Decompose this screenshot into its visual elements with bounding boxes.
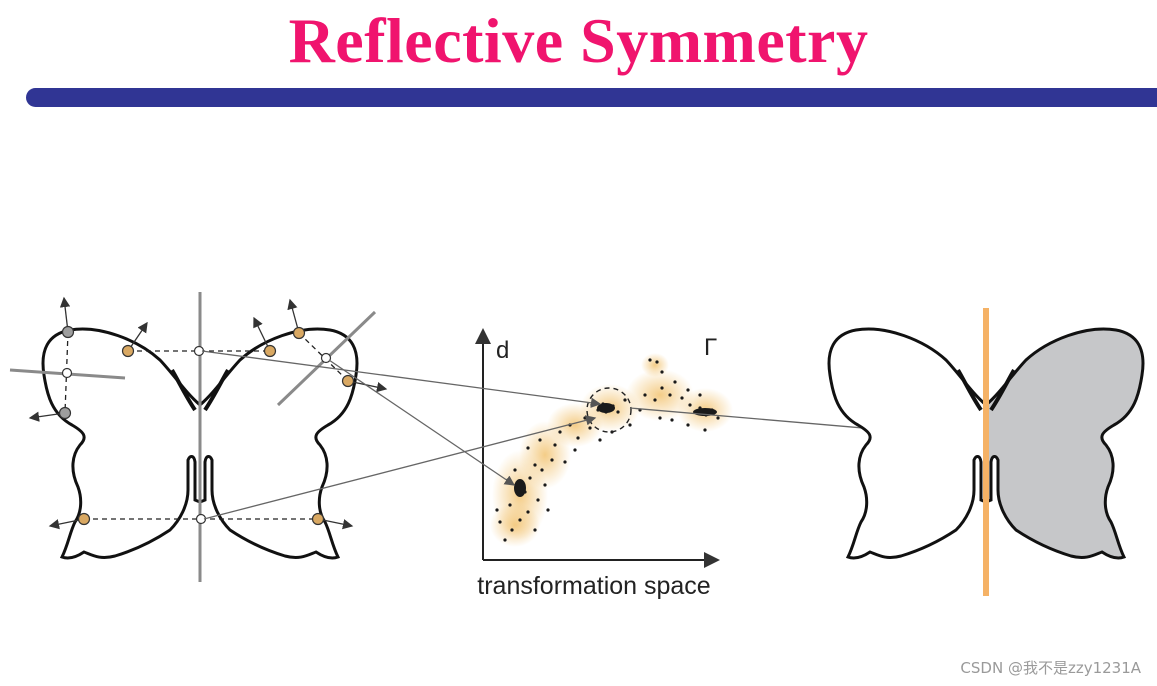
left-butterfly [9, 292, 388, 582]
transformation-space-plot: d Γ transformation space [475, 328, 733, 600]
y-axis-label: d [496, 337, 509, 364]
left-antenna-left [170, 368, 197, 412]
right-antenna-right [989, 368, 1016, 412]
sample-point-orange [121, 344, 135, 358]
selected-cluster-circle [586, 387, 632, 433]
left-antenna-right [203, 368, 230, 412]
transformation-points [495, 358, 720, 542]
midpoint-marker [61, 367, 73, 379]
sample-point-orange [292, 326, 306, 340]
sample-point-orange [341, 374, 355, 388]
right-butterfly [827, 308, 1145, 596]
right-butterfly-shaded-half [984, 327, 1145, 560]
dense-cluster [597, 403, 615, 413]
right-antenna-left [956, 368, 983, 412]
pair-line-diagonal [298, 332, 349, 382]
page-title: Reflective Symmetry [288, 5, 869, 76]
watermark: CSDN @我不是zzy1231A [960, 659, 1141, 677]
sample-point-orange [263, 344, 277, 358]
sample-point-gray [61, 325, 75, 339]
density-glow [490, 353, 733, 547]
gamma-label: Γ [704, 334, 717, 361]
normal-arrow [253, 316, 271, 352]
x-axis-label: transformation space [477, 572, 710, 600]
title-underline-bar [26, 88, 1157, 107]
sample-point-orange [311, 512, 325, 526]
dense-cluster [514, 479, 526, 497]
right-butterfly-left-half [827, 327, 988, 560]
sample-point-orange [77, 512, 91, 526]
sample-point-gray [58, 406, 72, 420]
midpoint-marker [320, 352, 332, 364]
